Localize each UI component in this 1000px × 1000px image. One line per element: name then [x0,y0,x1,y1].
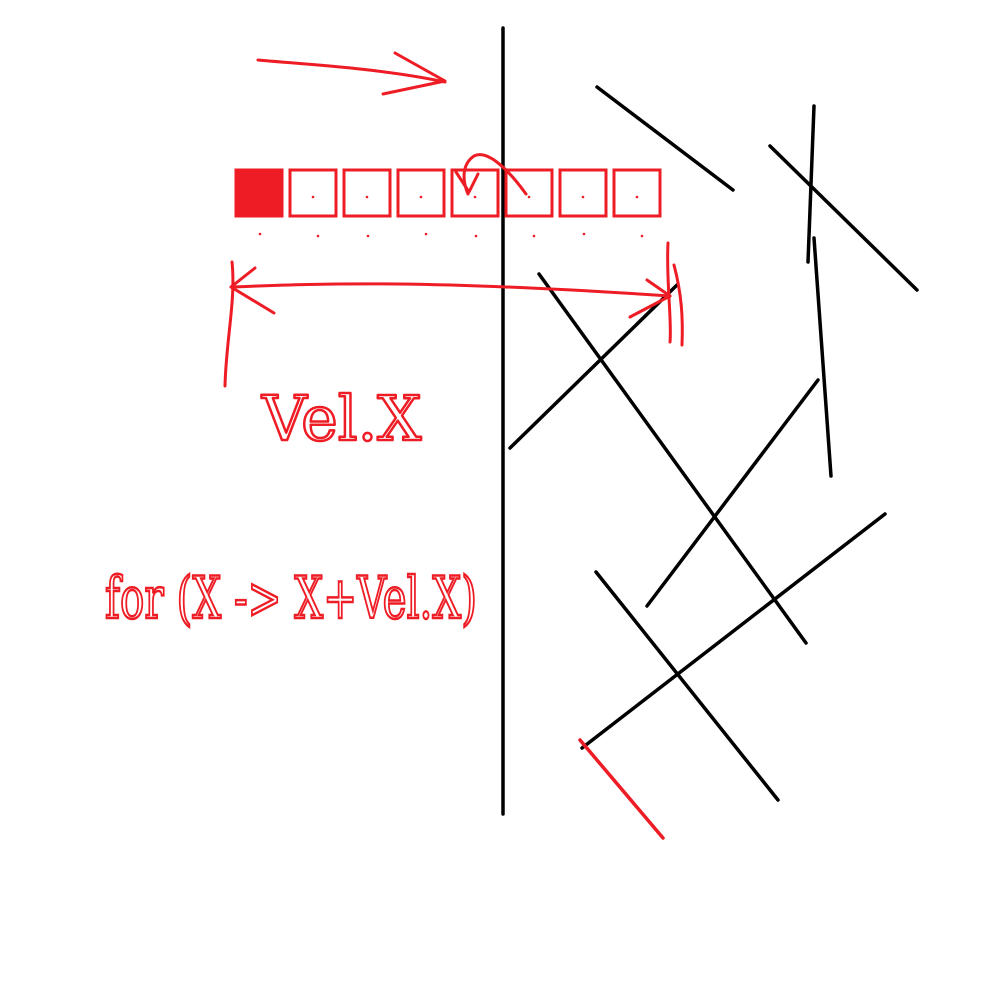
empty-cell [342,168,392,218]
cell-marker-dot [366,234,370,238]
filled-cell [234,168,284,218]
obstacle-line [508,283,679,450]
empty-cell [558,168,608,218]
obstacle-line [768,144,919,292]
obstacle-line [580,512,887,750]
cell-row [234,168,662,238]
obstacle-line [595,85,735,192]
cell-center-dot [311,195,315,199]
empty-cell [450,168,500,218]
cell-marker-dot [582,232,586,236]
direction-arrow [256,51,447,96]
cell-center-dot [581,195,585,199]
span-arrow [223,241,684,388]
empty-cell [288,168,338,218]
obstacle-lines [508,85,919,802]
update-rule: for (X -> X+Vel.X) [105,564,477,632]
cell-marker-dot [316,234,320,238]
curved-arrow [454,153,528,196]
cell-marker-dot [258,232,262,236]
cell-center-dot [635,195,639,199]
empty-cell [612,168,662,218]
cell-marker-dot [474,234,478,238]
obstacle-line [594,570,780,802]
obstacle-line [645,378,820,608]
empty-cell [396,168,446,218]
obstacle-line [812,236,833,478]
cell-marker-dot [532,234,536,238]
cell-center-dot [473,195,477,199]
highlighted-segment [578,738,665,840]
cell-center-dot [419,195,423,199]
velocity-label: Vel.X [261,382,421,455]
cell-marker-dot [424,232,428,236]
cell-marker-dot [640,234,644,238]
obstacle-line [537,272,808,645]
cell-center-dot [365,195,369,199]
cell-center-dot [527,195,531,199]
empty-cell [504,168,554,218]
